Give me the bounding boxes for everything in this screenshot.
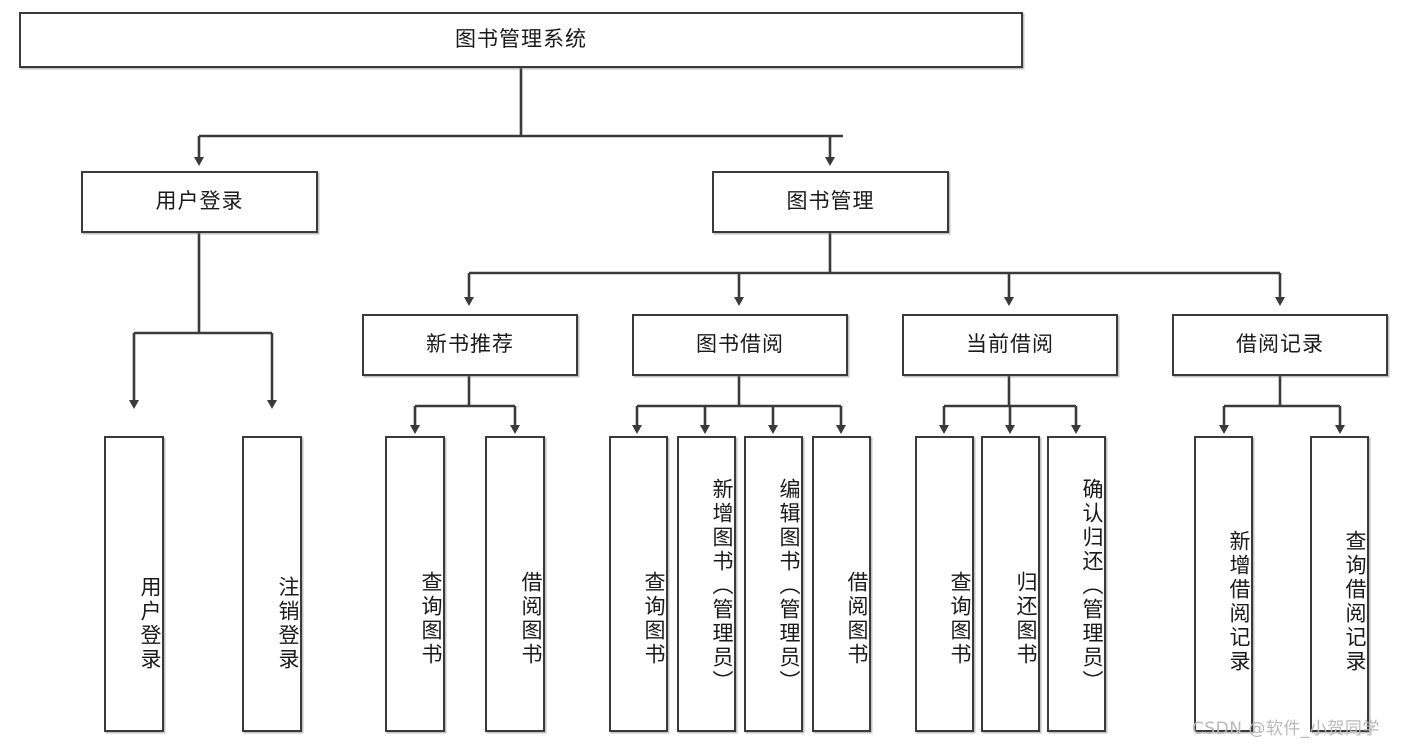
node-root[interactable]: 图书管理系统 [19, 12, 1023, 68]
node-leaf-return-book[interactable]: 归还图书 [981, 436, 1040, 732]
node-user-login-label: 用户登录 [155, 189, 244, 214]
csdn-watermark: CSDN @软件_小贺同学 [1192, 719, 1380, 739]
node-leaf-edit-book-label: 编辑图书（管理员） [777, 478, 801, 694]
node-leaf-query-book-1-label: 查询图书 [419, 571, 443, 667]
node-leaf-query-book-1[interactable]: 查询图书 [385, 436, 445, 732]
node-leaf-add-record-label: 新增借阅记录 [1227, 530, 1251, 674]
node-leaf-query-book-2[interactable]: 查询图书 [609, 436, 668, 732]
node-leaf-query-record-label: 查询借阅记录 [1343, 530, 1367, 674]
node-leaf-query-record[interactable]: 查询借阅记录 [1310, 436, 1369, 732]
node-leaf-confirm-return-label: 确认归还（管理员） [1080, 478, 1104, 694]
node-leaf-confirm-return[interactable]: 确认归还（管理员） [1047, 436, 1106, 732]
node-leaf-query-book-3-label: 查询图书 [948, 571, 972, 667]
node-new-book-recommend[interactable]: 新书推荐 [362, 314, 578, 376]
node-borrow-record-label: 借阅记录 [1236, 332, 1324, 357]
node-leaf-add-book-label: 新增图书（管理员） [710, 478, 734, 694]
node-leaf-logout-login[interactable]: 注销登录 [242, 436, 302, 732]
node-book-manage-label: 图书管理 [786, 189, 875, 214]
node-leaf-borrow-book-1-label: 借阅图书 [519, 571, 543, 667]
node-book-manage[interactable]: 图书管理 [712, 171, 949, 233]
node-leaf-borrow-book-2-label: 借阅图书 [845, 571, 869, 667]
node-leaf-add-record[interactable]: 新增借阅记录 [1194, 436, 1253, 732]
node-leaf-edit-book[interactable]: 编辑图书（管理员） [744, 436, 803, 732]
node-user-login[interactable]: 用户登录 [81, 171, 318, 233]
node-leaf-user-login[interactable]: 用户登录 [104, 436, 164, 732]
node-leaf-query-book-2-label: 查询图书 [642, 571, 666, 667]
node-borrow-record[interactable]: 借阅记录 [1172, 314, 1388, 376]
node-new-book-recommend-label: 新书推荐 [426, 332, 514, 357]
node-current-borrow-label: 当前借阅 [966, 332, 1054, 357]
node-leaf-return-book-label: 归还图书 [1014, 571, 1038, 667]
node-leaf-logout-login-label: 注销登录 [276, 576, 300, 672]
node-leaf-user-login-label: 用户登录 [138, 576, 162, 672]
node-current-borrow[interactable]: 当前借阅 [902, 314, 1118, 376]
node-leaf-borrow-book-1[interactable]: 借阅图书 [485, 436, 545, 732]
node-leaf-borrow-book-2[interactable]: 借阅图书 [812, 436, 871, 732]
node-leaf-query-book-3[interactable]: 查询图书 [915, 436, 974, 732]
node-book-borrow-label: 图书借阅 [696, 332, 784, 357]
node-root-label: 图书管理系统 [455, 27, 587, 52]
node-book-borrow[interactable]: 图书借阅 [632, 314, 848, 376]
node-leaf-add-book[interactable]: 新增图书（管理员） [677, 436, 736, 732]
